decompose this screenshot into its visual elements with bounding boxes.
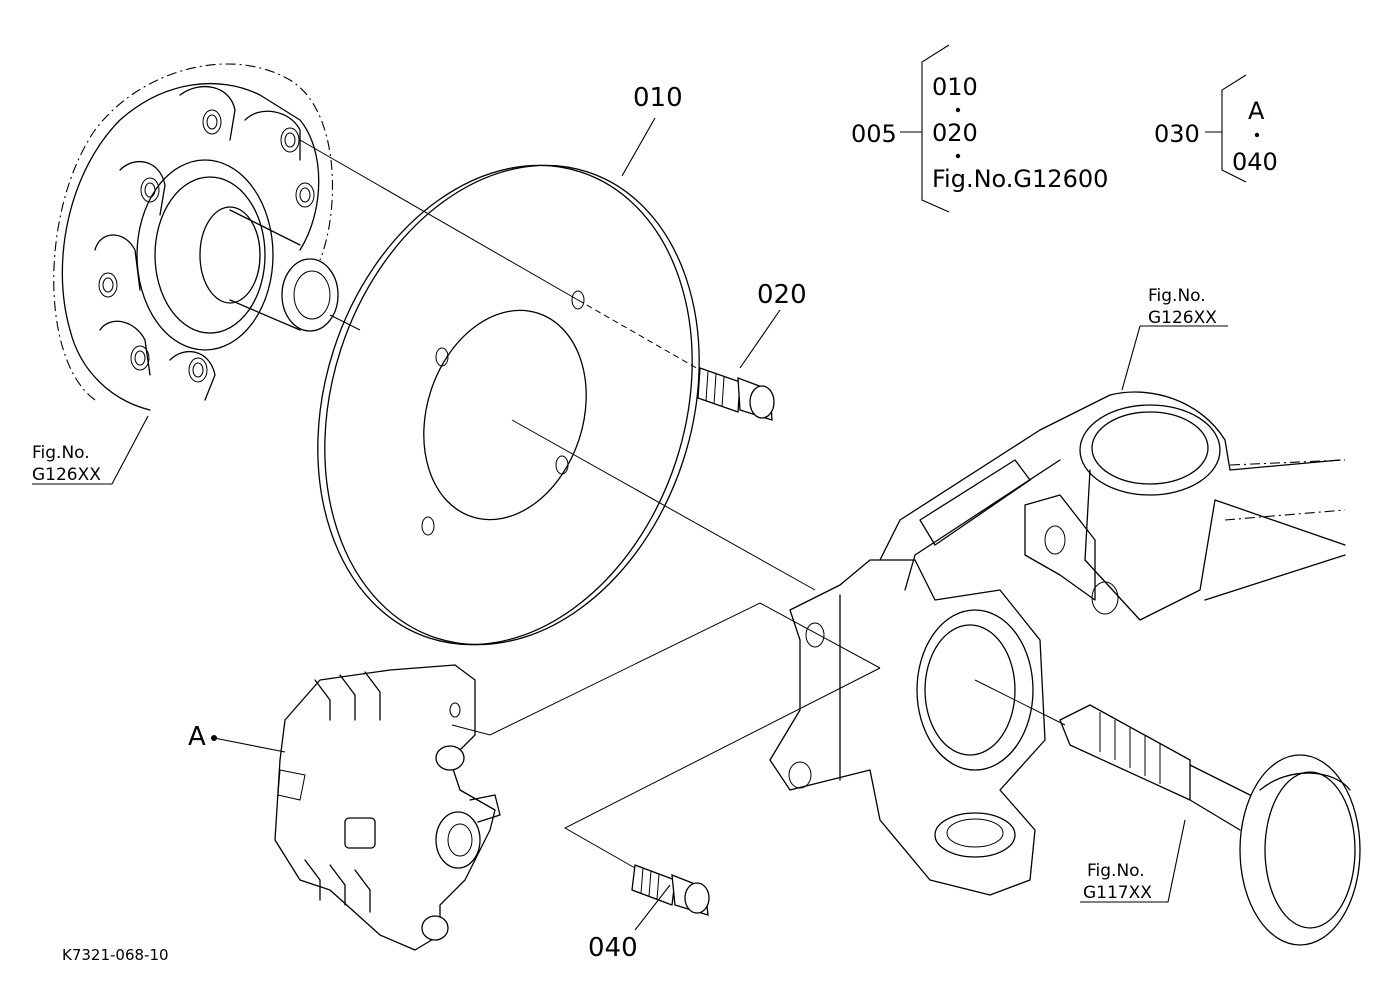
caliper-bolt [631,864,710,916]
group-005-item-3: Fig.No.G12600 [932,165,1108,193]
group-005-item-2: 020 [932,119,978,147]
ref-hub-line1: Fig.No. [32,443,90,463]
assembly-lines [299,139,1066,869]
ref-shaft-line2: G117XX [1083,883,1152,903]
group-030-code: 030 [1154,120,1200,148]
brake-caliper [274,664,501,951]
axle-housing-knuckle [769,391,1346,896]
brake-disc [317,164,700,646]
part-label-bolt-bottom: 040 [588,933,638,963]
group-030-item-2: 040 [1232,148,1278,176]
ref-hub-line2: G126XX [32,465,101,485]
group-005-bracket [900,44,961,213]
wheel-hub-flange [53,63,339,411]
drawing-id: K7321-068-10 [62,946,169,964]
disc-bolt [697,367,775,421]
part-label-bolt-top: 020 [757,280,807,310]
ref-shaft-line1: Fig.No. [1087,861,1145,881]
group-005-code: 005 [851,120,897,148]
ref-axle-line1: Fig.No. [1148,286,1206,306]
drive-shaft [1059,704,1361,946]
group-030-item-1: A [1248,97,1265,125]
leader-lines [32,117,1228,931]
caliper-marker-label: A [188,722,206,752]
group-005-item-1: 010 [932,73,978,101]
ref-axle-line2: G126XX [1148,308,1217,328]
part-label-disc: 010 [633,83,683,113]
group-030-bracket [1205,74,1260,183]
